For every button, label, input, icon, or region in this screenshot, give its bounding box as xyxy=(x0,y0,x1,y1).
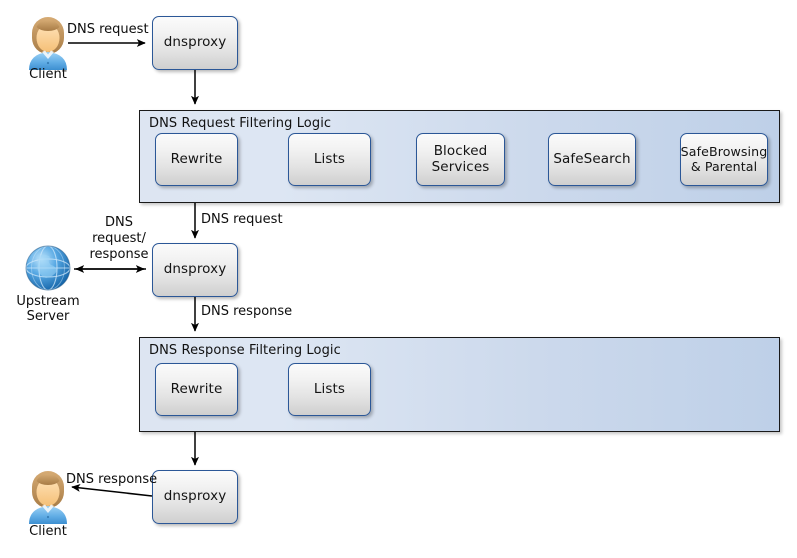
edge-label-client-to-proxy: DNS request xyxy=(67,22,149,37)
node-label-line1: SafeBrowsing xyxy=(680,143,768,159)
dnsproxy-node-top[interactable]: dnsproxy xyxy=(152,16,238,70)
filter-node-rewrite-request[interactable]: Rewrite xyxy=(155,133,238,186)
edge-label-proxy3-to-client: DNS response xyxy=(66,472,158,487)
client-caption-bottom: Client xyxy=(29,524,67,539)
node-label: Lists xyxy=(313,150,346,167)
upstream-caption-line2: Server xyxy=(26,309,70,324)
node-label-line2: & Parental xyxy=(690,158,758,174)
edge-label-upstream-line2: request/ xyxy=(92,231,146,246)
edge-label-upstream-line3: response xyxy=(89,247,149,262)
filter-node-blocked-services[interactable]: Blocked Services xyxy=(416,133,505,186)
filter-node-lists-response[interactable]: Lists xyxy=(288,363,371,416)
dnsproxy-node-bottom[interactable]: dnsproxy xyxy=(152,470,238,524)
filter-node-safebrowsing-parental[interactable]: SafeBrowsing & Parental xyxy=(680,133,768,186)
group-title: DNS Response Filtering Logic xyxy=(149,343,341,358)
group-title: DNS Request Filtering Logic xyxy=(149,116,332,131)
dns-response-filtering-group: DNS Response Filtering Logic xyxy=(139,337,780,432)
dnsproxy-label: dnsproxy xyxy=(163,488,227,505)
filter-node-lists-request[interactable]: Lists xyxy=(288,133,371,186)
user-icon xyxy=(29,17,67,70)
node-label: Lists xyxy=(313,380,346,397)
edge-label-upstream-line1: DNS xyxy=(105,215,133,230)
filter-node-safesearch[interactable]: SafeSearch xyxy=(548,133,636,186)
node-label: Rewrite xyxy=(170,150,223,167)
client-caption-top: Client xyxy=(29,67,67,82)
globe-icon xyxy=(25,245,71,291)
node-label: SafeSearch xyxy=(553,150,631,167)
dnsproxy-node-middle[interactable]: dnsproxy xyxy=(152,243,238,297)
user-icon xyxy=(29,471,67,524)
node-label: Rewrite xyxy=(170,380,223,397)
filter-node-rewrite-response[interactable]: Rewrite xyxy=(155,363,238,416)
node-label-line2: Services xyxy=(431,158,490,175)
node-label-line1: Blocked xyxy=(433,142,488,159)
dnsproxy-label: dnsproxy xyxy=(163,34,227,51)
edge-label-group1-to-proxy2: DNS request xyxy=(201,212,283,227)
upstream-caption-line1: Upstream xyxy=(16,294,80,309)
edge-label-proxy2-to-group2: DNS response xyxy=(201,304,293,319)
dns-request-filtering-group: DNS Request Filtering Logic xyxy=(139,110,780,203)
dnsproxy-label: dnsproxy xyxy=(163,261,227,278)
